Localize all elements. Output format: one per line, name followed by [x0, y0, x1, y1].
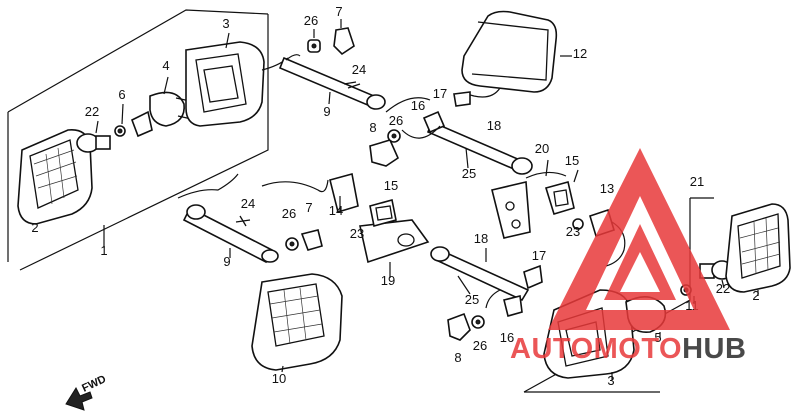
lower-left-turn-signal: [251, 273, 343, 373]
callout-c10: 10: [272, 371, 286, 386]
callout-c22b: 22: [716, 281, 730, 296]
right-center-bracket: [491, 159, 579, 239]
callout-c23a: 23: [350, 226, 364, 241]
callout-c26b: 26: [389, 113, 403, 128]
callout-c18a: 18: [487, 118, 501, 133]
callout-c8b: 8: [454, 350, 461, 365]
callout-c17b: 17: [532, 248, 546, 263]
callout-c26a: 26: [304, 13, 318, 28]
callout-c6: 6: [118, 87, 125, 102]
watermark-triangle: [548, 148, 730, 330]
callout-c15a: 15: [565, 153, 579, 168]
callout-c19: 19: [381, 273, 395, 288]
callout-c9b: 9: [223, 254, 230, 269]
right-upper-stay: [369, 91, 533, 175]
center-mounting-plate: [261, 172, 430, 278]
callout-c3a: 3: [222, 16, 229, 31]
lower-right-fasteners: [447, 289, 523, 341]
callout-c7b: 7: [305, 200, 312, 215]
callout-c2b: 2: [752, 288, 759, 303]
callout-c15b: 15: [384, 178, 398, 193]
callout-c24b: 24: [241, 196, 255, 211]
upper-right-turn-signal: [459, 10, 572, 103]
callout-c21: 21: [690, 174, 704, 189]
watermark-brand-moto: MOTO: [594, 333, 682, 365]
lower-stay-rod: [177, 173, 279, 264]
callout-c14: 14: [329, 203, 343, 218]
callout-c26c: 26: [282, 206, 296, 221]
watermark-logo: AUTOMOTOHUB: [510, 148, 746, 365]
left-bulb: [76, 120, 111, 153]
callout-c16b: 16: [500, 330, 514, 345]
callout-c24a: 24: [352, 62, 366, 77]
watermark-brand-hub: HUB: [682, 333, 746, 365]
callout-c23b: 23: [566, 224, 580, 239]
fwd-label: FWD: [80, 373, 108, 394]
callout-c25b: 25: [465, 292, 479, 307]
left-turn-signal-lens: [17, 128, 93, 225]
left-socket: [114, 76, 205, 138]
callout-c12: 12: [573, 46, 587, 61]
left-housing: [185, 32, 289, 127]
svg-text:AUTOMOTOHUB: AUTOMOTOHUB: [510, 333, 746, 365]
callout-c22a: 22: [85, 104, 99, 119]
callout-c8a: 8: [369, 120, 376, 135]
watermark-inner-triangle: [604, 224, 676, 300]
callout-c20: 20: [535, 141, 549, 156]
left-assembly-frame: [7, 9, 269, 271]
right-turn-signal-lens: [725, 203, 791, 296]
callout-c7a: 7: [335, 4, 342, 19]
callout-c25a: 25: [462, 166, 476, 181]
forward-direction-indicator: FWD: [65, 373, 108, 411]
callout-c5: 5: [654, 330, 661, 345]
callout-c18b: 18: [474, 231, 488, 246]
callout-c4: 4: [162, 58, 169, 73]
top-nut-and-clip: [307, 19, 355, 56]
lower-fasteners: [235, 215, 323, 251]
callout-c26d: 26: [473, 338, 487, 353]
callout-c16a: 16: [411, 98, 425, 113]
callout-c2a: 2: [31, 220, 38, 235]
callout-c3b: 3: [607, 373, 614, 388]
callout-c9a: 9: [323, 104, 330, 119]
right-lower-stay: [430, 246, 543, 302]
callout-c13: 13: [600, 181, 614, 196]
callout-c17a: 17: [433, 86, 447, 101]
upper-stay-rod: [278, 54, 386, 110]
callout-c1: 1: [100, 243, 107, 258]
watermark-brand-auto: AUTO: [510, 333, 594, 365]
